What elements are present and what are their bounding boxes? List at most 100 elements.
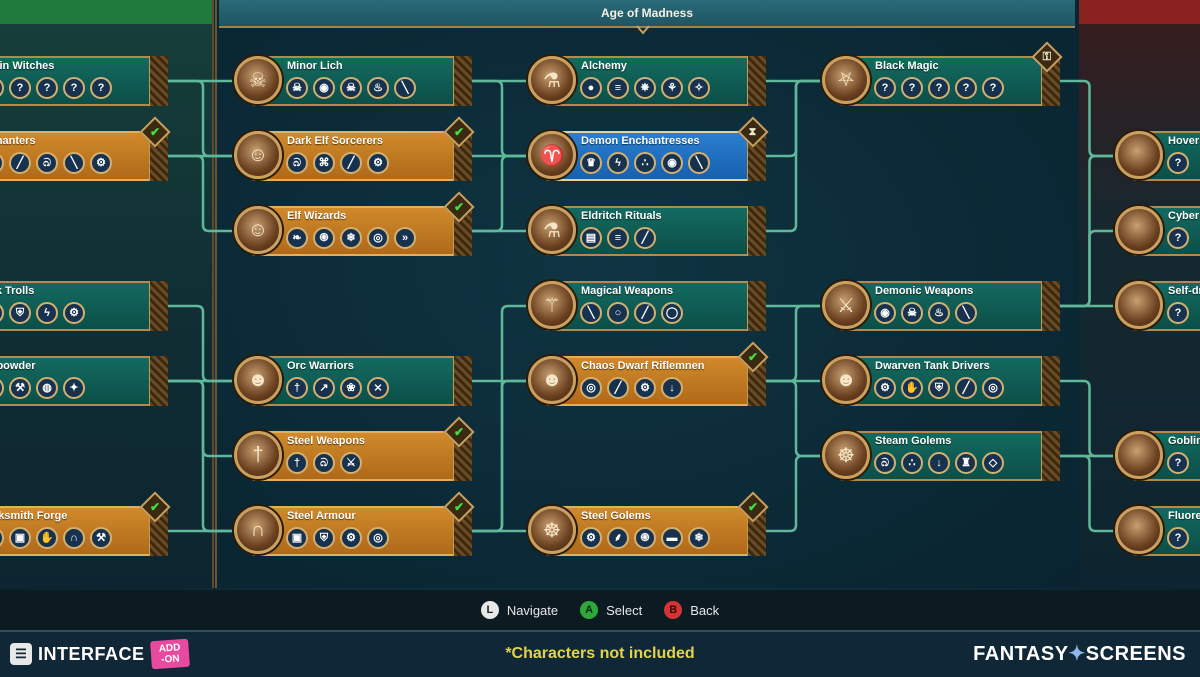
gun-icon[interactable]: ↖: [0, 377, 4, 399]
gauntlet-icon[interactable]: ✋: [901, 377, 923, 399]
tech-node-cyber[interactable]: Cyber?: [1115, 204, 1200, 260]
skull-bones-icon[interactable]: ☠: [286, 77, 308, 99]
dash-icon[interactable]: »: [394, 227, 416, 249]
unknown-icon[interactable]: ?: [982, 77, 1004, 99]
arrow-icon[interactable]: ↓: [661, 377, 683, 399]
tech-node-alchemy[interactable]: ⚗Alchemy●≡✵⚘✧: [528, 54, 766, 110]
gear-icon[interactable]: ⚙: [90, 152, 112, 174]
gear-icon[interactable]: ⚙: [634, 377, 656, 399]
tech-node-magical-weapons[interactable]: ⚚Magical Weapons╲○╱◯: [528, 279, 766, 335]
shield-icon[interactable]: ⛨: [9, 302, 31, 324]
eye-icon[interactable]: ◉: [661, 152, 683, 174]
scroll-icon[interactable]: ≡: [607, 77, 629, 99]
tech-node-minor-lich[interactable]: ☠Minor Lich☠◉☠♨╲: [234, 54, 472, 110]
tech-node-dwarven-tank-drivers[interactable]: ☻Dwarven Tank Drivers⚙✋⛨╱◎: [822, 354, 1060, 410]
vortex-icon[interactable]: ◎: [367, 227, 389, 249]
unknown-icon[interactable]: ?: [1167, 452, 1189, 474]
crown-icon[interactable]: ♛: [580, 152, 602, 174]
eye-icon[interactable]: ◉: [313, 77, 335, 99]
unknown-portrait-icon[interactable]: [1115, 431, 1163, 479]
hammer-icon[interactable]: ⚒: [9, 377, 31, 399]
back-hint[interactable]: B Back: [664, 601, 719, 619]
dwarf-portrait-icon[interactable]: ☻: [822, 356, 870, 404]
unknown-icon[interactable]: ?: [63, 77, 85, 99]
unknown-icon[interactable]: ?: [1167, 227, 1189, 249]
unknown-icon[interactable]: ?: [955, 77, 977, 99]
rune-icon[interactable]: ✵: [634, 77, 656, 99]
tank-icon[interactable]: ▬: [661, 527, 683, 549]
blade-portrait-icon[interactable]: ⚔: [822, 281, 870, 329]
helm-icon[interactable]: ∩: [63, 527, 85, 549]
mask-icon[interactable]: ⌘: [313, 152, 335, 174]
navigate-hint[interactable]: L Navigate: [480, 601, 558, 619]
gear-icon[interactable]: ⚙: [580, 527, 602, 549]
sword-icon[interactable]: †: [0, 527, 4, 549]
snow-icon[interactable]: ❄: [340, 227, 362, 249]
unknown-icon[interactable]: ?: [0, 77, 4, 99]
wand-icon[interactable]: ╱: [340, 152, 362, 174]
flask-portrait-icon[interactable]: ⚗: [528, 56, 576, 104]
wand-icon[interactable]: ╱: [607, 377, 629, 399]
bolt-icon[interactable]: ϟ: [36, 302, 58, 324]
lich-portrait-icon[interactable]: ☠: [234, 56, 282, 104]
tech-node-goblin-witches[interactable]: oblin Witches?????: [0, 54, 168, 110]
sword-icon[interactable]: †: [286, 377, 308, 399]
armor-icon[interactable]: ▣: [286, 527, 308, 549]
snow-icon[interactable]: ❄: [688, 527, 710, 549]
tech-node-eldritch-rituals[interactable]: ⚗Eldritch Rituals▤≡╱: [528, 204, 766, 260]
brain-icon[interactable]: ⚘: [661, 77, 683, 99]
eye-icon[interactable]: ◉: [874, 302, 896, 324]
elf-portrait-icon[interactable]: ☺: [234, 131, 282, 179]
select-hint[interactable]: A Select: [580, 601, 642, 619]
tech-node-fluore[interactable]: Fluore?: [1115, 504, 1200, 560]
scroll-icon[interactable]: ≡: [607, 227, 629, 249]
pentagram-portrait-icon[interactable]: ⛧: [822, 56, 870, 104]
tech-node-steel-weapons[interactable]: †Steel Weapons†බ⚔✔: [234, 416, 475, 485]
wand-icon[interactable]: ╱: [9, 152, 31, 174]
unknown-portrait-icon[interactable]: [1115, 506, 1163, 554]
spear-icon[interactable]: ↗: [313, 377, 335, 399]
orc-portrait-icon[interactable]: ☻: [234, 356, 282, 404]
spiral-icon[interactable]: ֍: [313, 227, 335, 249]
skull-icon[interactable]: ☠: [340, 77, 362, 99]
unknown-portrait-icon[interactable]: [1115, 281, 1163, 329]
shell-icon[interactable]: ◍: [36, 377, 58, 399]
sparkle-icon[interactable]: ✧: [688, 77, 710, 99]
card-icon[interactable]: ▤: [580, 227, 602, 249]
staff-icon[interactable]: ╲: [688, 152, 710, 174]
wings-icon[interactable]: ⸙: [607, 527, 629, 549]
leaf-icon[interactable]: ❧: [286, 227, 308, 249]
tech-node-enchanters[interactable]: nchanters⍾╱බ╲⚙✔: [0, 116, 171, 185]
unknown-icon[interactable]: ?: [874, 77, 896, 99]
target-icon[interactable]: ◎: [982, 377, 1004, 399]
tech-node-elf-wizards[interactable]: ☺Elf Wizards❧֍❄◎»✔: [234, 191, 475, 260]
tech-node-chaos-dwarf-riflemnen[interactable]: ☻Chaos Dwarf Riflemnen◎╱⚙↓✔: [528, 341, 769, 410]
tech-node-black-magic[interactable]: ⛧Black Magic?????⚿: [822, 41, 1063, 110]
flame-icon[interactable]: ♨: [367, 77, 389, 99]
gem-icon[interactable]: ◇: [982, 452, 1004, 474]
wand-icon[interactable]: ╱: [634, 227, 656, 249]
shield-icon[interactable]: ⛨: [313, 527, 335, 549]
skull-icon[interactable]: ☠: [901, 302, 923, 324]
tech-card[interactable]: [840, 56, 1060, 106]
staff-icon[interactable]: ╲: [955, 302, 977, 324]
axe-icon[interactable]: ⨯: [367, 377, 389, 399]
spiral-icon[interactable]: ֍: [634, 527, 656, 549]
tech-node-orc-warriors[interactable]: ☻Orc Warriors†↗❀⨯: [234, 354, 472, 410]
flame-icon[interactable]: ♨: [928, 302, 950, 324]
swirl-icon[interactable]: බ: [313, 452, 335, 474]
dwarf-portrait-icon[interactable]: ☻: [528, 356, 576, 404]
gear-icon[interactable]: ⚙: [367, 152, 389, 174]
tech-node-steel-armour[interactable]: ∩Steel Armour▣⛨⚙◎✔: [234, 491, 475, 560]
unknown-portrait-icon[interactable]: [1115, 206, 1163, 254]
unknown-icon[interactable]: ?: [928, 77, 950, 99]
unknown-icon[interactable]: ?: [90, 77, 112, 99]
staff-icon[interactable]: ╲: [394, 77, 416, 99]
star-icon[interactable]: ✦: [63, 377, 85, 399]
arrow-icon[interactable]: ↓: [928, 452, 950, 474]
gear-icon[interactable]: ⚙: [63, 302, 85, 324]
tech-node-rock-trolls[interactable]: ock Trolls⚔⛨ϟ⚙: [0, 279, 168, 335]
staff-icon[interactable]: ╲: [63, 152, 85, 174]
